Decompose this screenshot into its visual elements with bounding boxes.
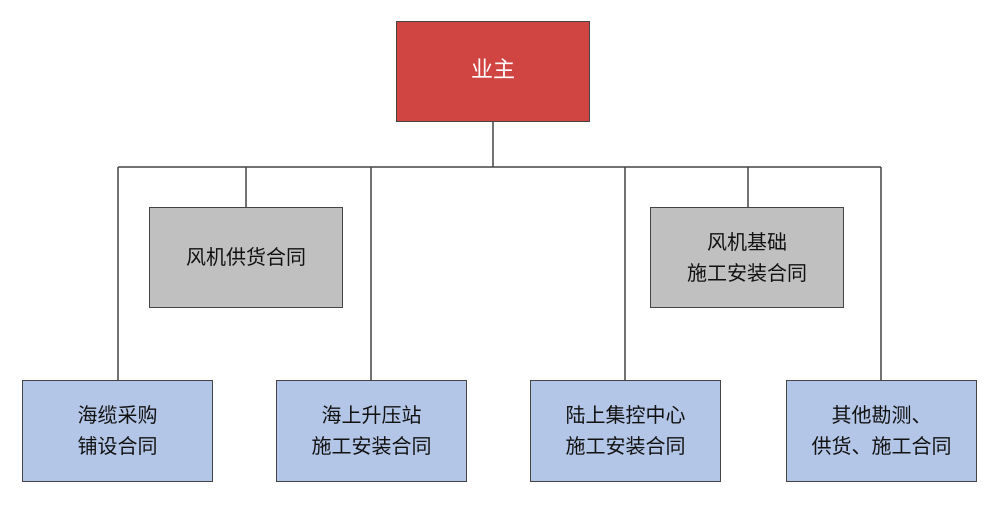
node-turbine-foundation-line-2: 施工安装合同: [687, 260, 807, 285]
node-control-center-line-1: 陆上集控中心: [565, 403, 686, 427]
node-owner-line-1: 业主: [470, 58, 515, 84]
node-owner: 业主: [396, 21, 590, 122]
node-substation-contract: 海上升压站 施工安装合同: [276, 380, 467, 482]
node-turbine-supply-line-1: 风机供货合同: [186, 245, 306, 269]
node-control-center-contract: 陆上集控中心 施工安装合同: [530, 380, 721, 482]
node-turbine-supply-contract: 风机供货合同: [149, 207, 343, 308]
node-turbine-foundation-contract: 风机基础 施工安装合同: [650, 207, 844, 308]
node-substation-line-2: 施工安装合同: [311, 434, 432, 458]
node-substation-line-1: 海上升压站: [321, 403, 422, 427]
node-turbine-foundation-line-1: 风机基础: [707, 229, 787, 254]
node-cable-contract: 海缆采购 铺设合同: [22, 380, 213, 482]
node-cable-line-1: 海缆采购: [77, 403, 158, 427]
node-other-line-2: 供货、施工合同: [811, 434, 952, 458]
node-cable-line-2: 铺设合同: [77, 434, 158, 458]
node-other-line-1: 其他勘测、: [831, 403, 932, 427]
node-other-contract: 其他勘测、 供货、施工合同: [786, 380, 977, 482]
node-control-center-line-2: 施工安装合同: [565, 434, 686, 458]
